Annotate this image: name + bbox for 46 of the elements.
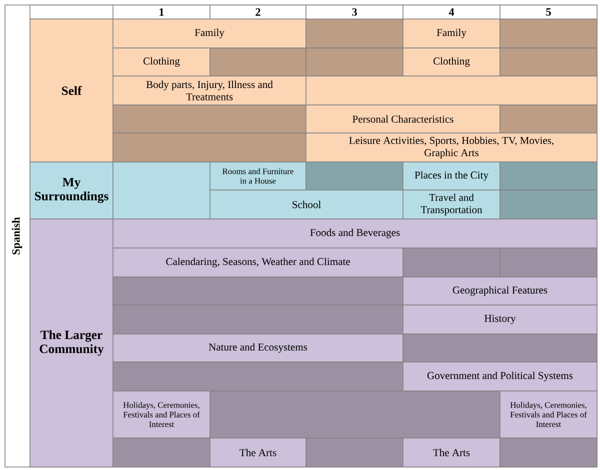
topic-cell: Geographical Features: [402, 276, 598, 306]
shaded-cell: [402, 334, 598, 362]
shaded-cell: [500, 104, 598, 134]
shaded-cell: [306, 162, 404, 190]
topic-cell: Government and Political Systems: [402, 362, 598, 392]
shaded-cell: [112, 276, 404, 306]
category-cell: My Surroundings: [30, 162, 114, 220]
shaded-cell: [210, 48, 306, 76]
topic-cell: The Arts: [402, 438, 500, 468]
topic-cell: Calendaring, Seasons, Weather and Climate: [112, 248, 404, 278]
shaded-cell: [500, 248, 598, 278]
topic-cell: Places in the City: [402, 162, 500, 190]
shaded-cell: [500, 190, 598, 220]
topic-cell: Foods and Beverages: [112, 218, 598, 248]
column-header: 4: [402, 4, 500, 20]
shaded-cell: [112, 132, 306, 162]
topic-cell: Nature and Ecosystems: [112, 334, 404, 362]
topic-cell: Leisure Activities, Sports, Hobbies, TV, Movies, Graphic Arts: [306, 132, 598, 162]
column-header: 1: [112, 4, 210, 20]
shaded-cell: [402, 248, 500, 278]
topic-cell: Holidays, Ceremonies, Festivals and Places of Interest: [500, 390, 598, 438]
topic-cell: Clothing: [402, 48, 500, 76]
shaded-cell: [306, 18, 404, 48]
shaded-cell: [306, 438, 404, 468]
shaded-cell: [500, 18, 598, 48]
topic-cell: Travel and Transportation: [402, 190, 500, 220]
column-header: 3: [306, 4, 404, 20]
shaded-cell: [112, 304, 404, 334]
topic-cell: Family: [402, 18, 500, 48]
column-header: 2: [210, 4, 306, 20]
topic-cell: Rooms and Furniture in a House: [210, 162, 306, 190]
shaded-cell: [112, 104, 306, 134]
topic-cell: The Arts: [210, 438, 306, 468]
shaded-cell: [500, 162, 598, 190]
topic-cell: Personal Characteristics: [306, 104, 500, 134]
shaded-cell: [306, 48, 404, 76]
topic-cell: History: [402, 304, 598, 334]
shaded-cell: [112, 362, 404, 392]
category-cell: Self: [30, 18, 114, 162]
shaded-cell: [500, 438, 598, 468]
topic-cell: Clothing: [112, 48, 210, 76]
column-header: 5: [500, 4, 598, 20]
row-header: Spanish: [12, 217, 22, 254]
topic-cell: Holidays, Ceremonies, Festivals and Places of Interest: [112, 390, 210, 438]
shaded-cell: [500, 48, 598, 76]
shaded-cell: [112, 438, 210, 468]
